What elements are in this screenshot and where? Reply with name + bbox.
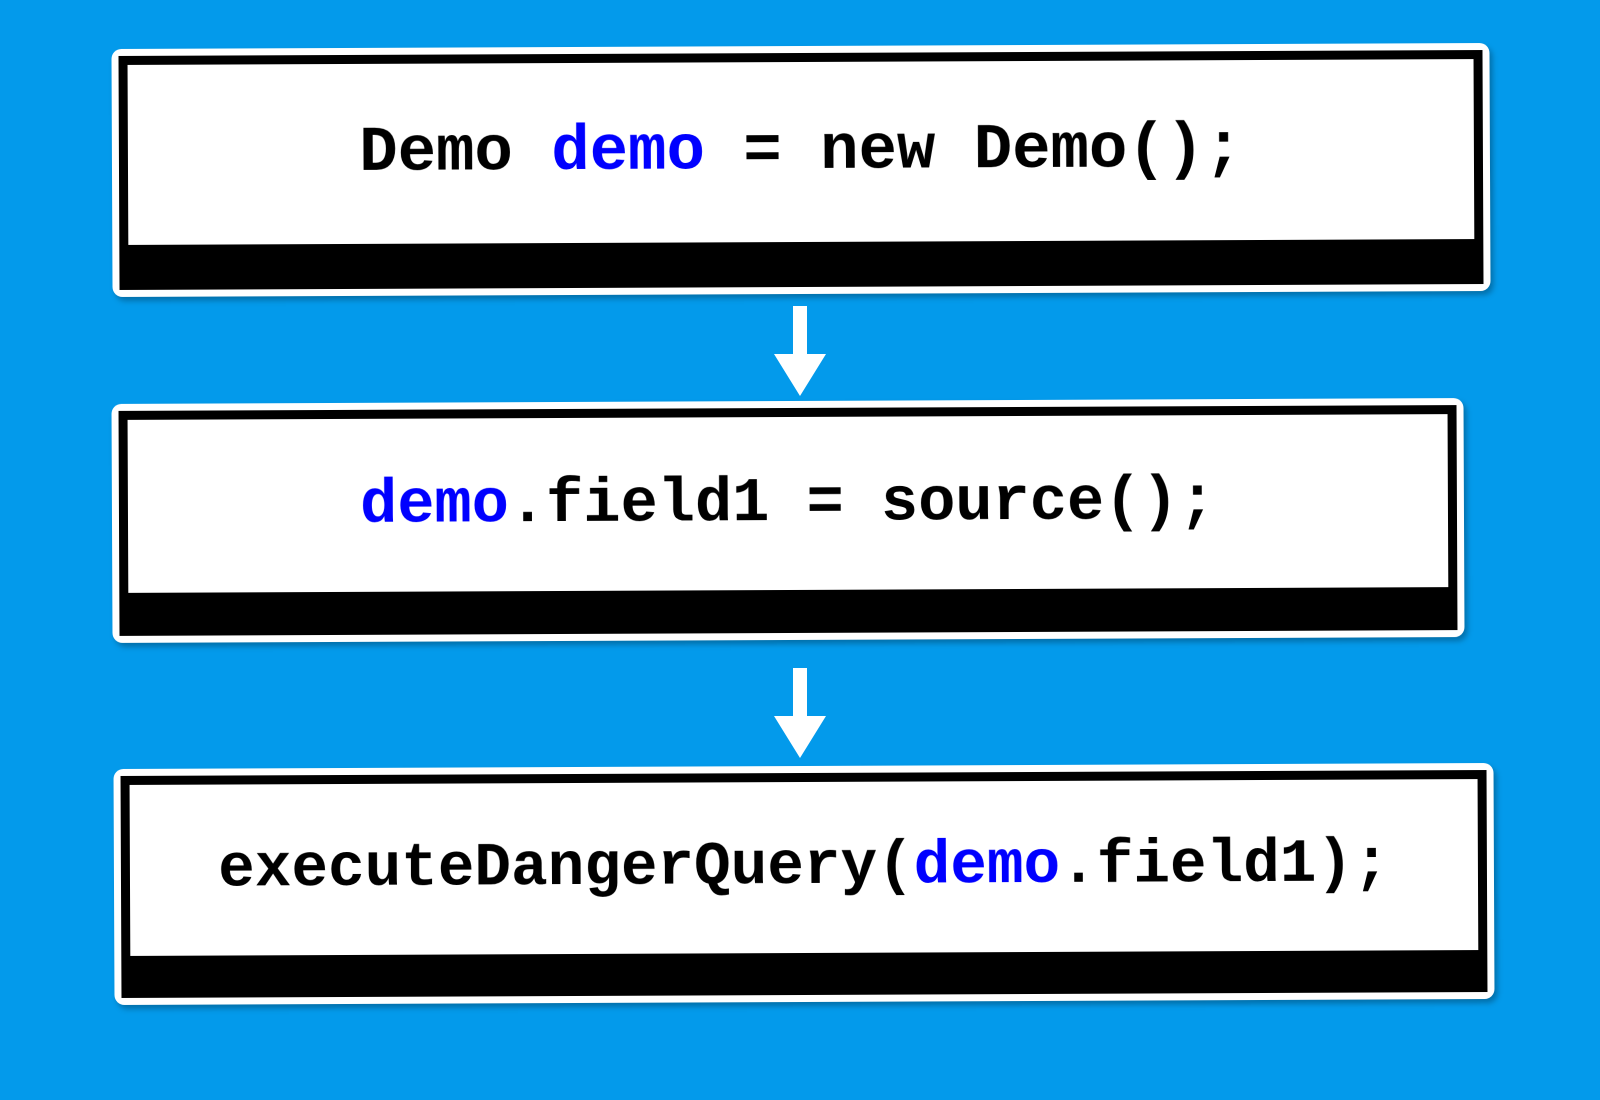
code-token-plain: Demo [359, 117, 552, 190]
code-box-inner: Demo demo = new Demo(); [118, 50, 1484, 290]
code-box-inner: executeDangerQuery(demo.field1); [120, 770, 1488, 998]
code-token-plain: .field1 = source(); [508, 465, 1216, 540]
code-box-base-band [128, 587, 1449, 636]
code-token-plain: = new Demo(); [704, 114, 1243, 189]
arrow-down-icon [770, 306, 830, 396]
code-token-plain: .field1); [1060, 830, 1390, 901]
code-token-variable: demo [913, 831, 1061, 902]
code-line-step-2: demo.field1 = source(); [360, 466, 1216, 541]
code-box-inner: demo.field1 = source(); [118, 405, 1458, 636]
code-token-variable: demo [359, 468, 510, 541]
code-text-area: demo.field1 = source(); [127, 414, 1449, 593]
code-box-step-3[interactable]: executeDangerQuery(demo.field1); [113, 762, 1495, 1006]
code-box-base-band [128, 239, 1475, 290]
code-box-step-2[interactable]: demo.field1 = source(); [111, 398, 1465, 643]
code-token-variable: demo [551, 116, 706, 190]
arrow-down-icon [770, 668, 830, 758]
code-box-base-band [130, 950, 1479, 998]
code-text-area: executeDangerQuery(demo.field1); [129, 779, 1479, 956]
code-line-step-1: Demo demo = new Demo(); [359, 114, 1243, 190]
code-line-step-3: executeDangerQuery(demo.field1); [218, 830, 1390, 904]
code-token-plain: executeDangerQuery( [218, 832, 914, 905]
code-text-area: Demo demo = new Demo(); [127, 59, 1475, 245]
code-box-step-1[interactable]: Demo demo = new Demo(); [111, 42, 1491, 298]
